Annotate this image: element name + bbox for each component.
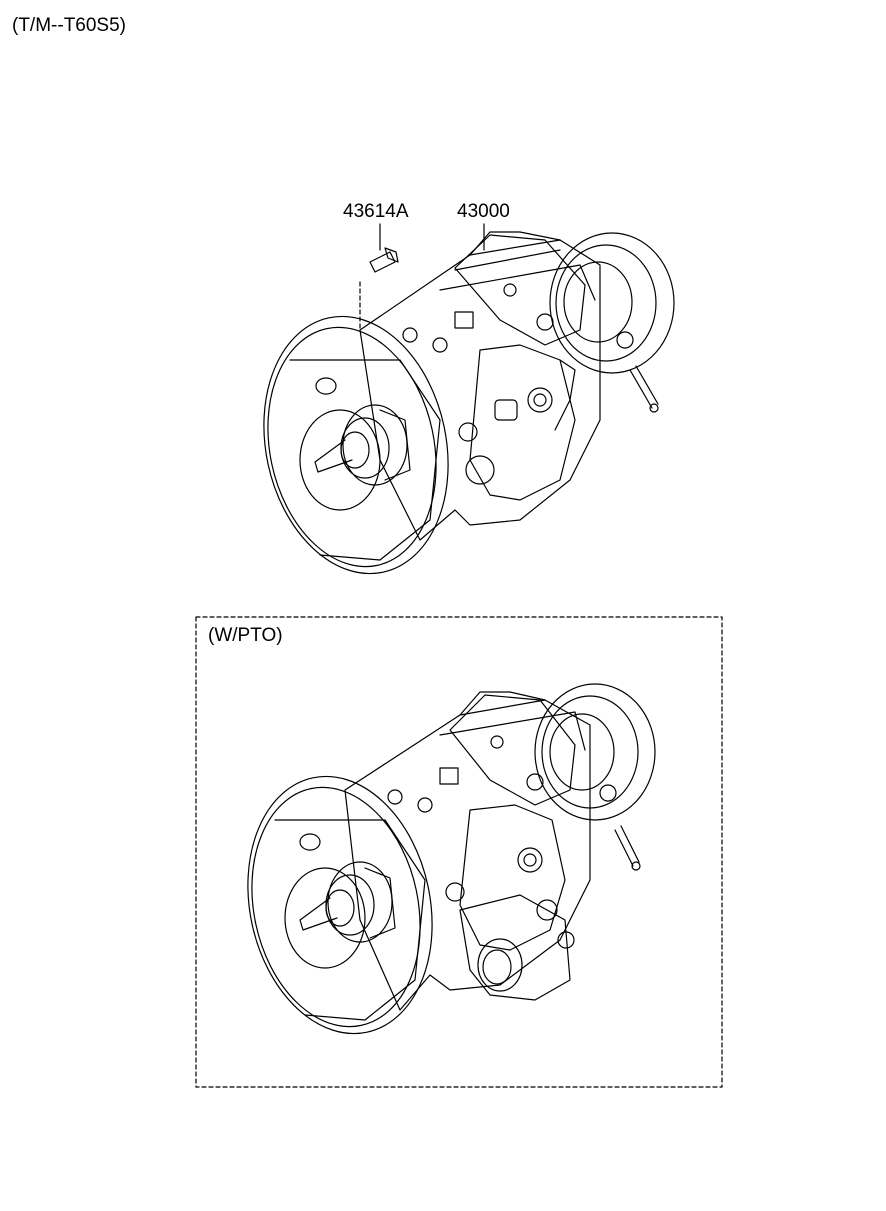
transmission-assembly-illustration[interactable] xyxy=(241,231,675,591)
callout-bolt-part-number[interactable]: 43614A xyxy=(343,201,409,222)
callout-assembly-part-number[interactable]: 43000 xyxy=(457,201,510,222)
pto-variant-label: (W/PTO) xyxy=(208,625,283,646)
model-label: (T/M--T60S5) xyxy=(12,15,126,36)
bolt-part-illustration[interactable] xyxy=(359,223,399,331)
pto-variant-box xyxy=(195,616,723,1088)
transmission-with-pto-illustration[interactable] xyxy=(225,683,656,1051)
